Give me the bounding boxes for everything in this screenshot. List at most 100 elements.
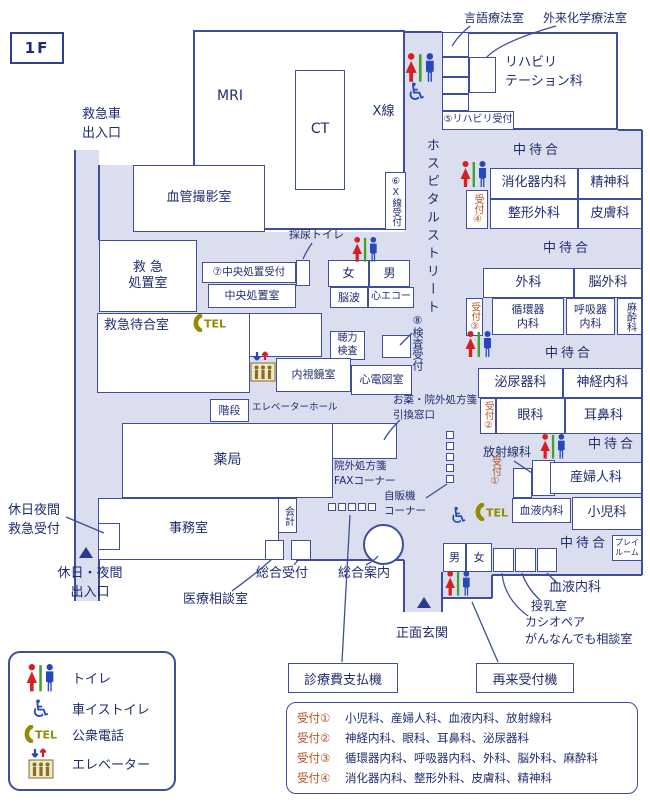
room-er-waiting-lower [97, 313, 250, 393]
label-hematology-south-label: 血液内科 [549, 580, 602, 595]
legend-item-label: 公衆電話 [72, 728, 125, 744]
room-radiology-window-1 [513, 468, 532, 498]
legend-item-label: 車イストイレ [72, 703, 150, 719]
room-chemotherapy-room [469, 57, 496, 93]
reception-info-row: 受付③ 循環器内科、呼吸器内科、外科、脳外科、麻酔科 [297, 751, 627, 765]
label-ambulance-entrance: 救急車 出入口 [82, 107, 122, 141]
room-urology: 泌尿器科 [478, 368, 563, 398]
reception-number: 受付② [297, 730, 331, 745]
label-rehabilitation-dept: リハビリ テーション科 [505, 55, 583, 89]
svg-text:TEL: TEL [204, 318, 226, 331]
reception-departments: 循環器内科、呼吸器内科、外科、脳外科、麻酔科 [345, 750, 598, 765]
label-nursing-room-label: 授乳室 [531, 599, 568, 613]
reception-number: 受付③ [297, 750, 331, 765]
legend-item-public-phone: TEL 公衆電話 [20, 725, 164, 744]
room-psychiatry: 精神科 [578, 168, 642, 199]
room-ophthalmology: 眼科 [496, 398, 565, 434]
label-outpatient-chemotherapy: 外来化学療法室 [543, 11, 628, 25]
room-hearing-test: 聴力 検査 [330, 331, 365, 360]
machine-square [446, 442, 454, 450]
room-respiratory: 呼吸器 内科 [566, 298, 615, 335]
toilet-pair-icon [20, 663, 62, 692]
reception-departments: 消化器内科、整形外科、皮膚科、精神科 [345, 770, 552, 785]
wheelchair-icon-central: ♿ [449, 504, 469, 529]
legend-item-toilet-pair: トイレ [20, 663, 164, 692]
room-urine-collection-toilet [296, 260, 310, 286]
room-angiography: 血管撮影室 [133, 165, 265, 232]
room-hematology: 血液内科 [512, 498, 571, 523]
label-general-info-label: 総合案内 [338, 566, 391, 581]
map-legend: トイレ♿車イストイレ TEL 公衆電話 エレベーター [8, 651, 176, 791]
label-fax-corner-label: 院外処方箋 FAXコーナー [334, 460, 396, 488]
room-orthopedics: 整形外科 [490, 199, 578, 229]
label-holiday-er-label: 休日夜間 救急受付 [8, 503, 61, 537]
machine-square [368, 503, 376, 511]
west-entrance-marker [79, 547, 93, 558]
room-echo: 心エコー [368, 287, 414, 308]
room-medical-consult-window [265, 540, 284, 560]
label-general-reception-label: 総合受付 [256, 566, 309, 581]
vending-machines [446, 431, 454, 483]
room-exam-reception-window [382, 335, 411, 358]
room-central-treatment: 中央処置室 [208, 284, 296, 308]
room-eeg: 脳波 [330, 287, 368, 308]
room-ecg: 心電図室 [351, 365, 412, 395]
reception-info-row: 受付② 神経内科、眼科、耳鼻科、泌尿器科 [297, 731, 627, 745]
room-general-reception-window [291, 540, 311, 560]
payment-machines [328, 503, 376, 511]
nursing-room-pointer [521, 572, 541, 601]
cassiopeia-pointer [501, 572, 529, 617]
machine-square [358, 503, 366, 511]
room-anesthesiology: 麻酔科 [617, 298, 642, 335]
wheelchair-icon-rehab: ♿ [406, 78, 428, 106]
toilet-icon-row-d [539, 433, 568, 460]
legend-item-label: トイレ [72, 672, 112, 688]
label-vending-label: 自販機 コーナー [384, 490, 426, 518]
reception-departments: 神経内科、眼科、耳鼻科、泌尿器科 [345, 730, 529, 745]
label-reception-1: 受付① [489, 456, 501, 487]
room-playroom: プレイ ルーム [612, 535, 642, 561]
toilet-icon-row-bc [464, 330, 494, 358]
room-reception-2: 受付② [480, 398, 496, 434]
toilet-icon-central [351, 236, 380, 263]
machine-square [338, 503, 346, 511]
information-desk [363, 524, 404, 565]
label-main-entrance-label: 正面玄関 [396, 626, 449, 641]
room-pharmacy: 薬局 [122, 423, 333, 498]
room-rehab-reception: ⑤リハビリ受付 [442, 111, 514, 130]
label-medical-consult-label: 医療相談室 [183, 592, 249, 607]
room-cashier: 会計 [278, 498, 297, 533]
room-south-room-1 [493, 548, 514, 572]
room-toilet-men-south: 男 [443, 543, 466, 572]
room-reception-4: 受付④ [466, 190, 488, 229]
room-endoscopy: 内視鏡室 [276, 358, 351, 392]
room-rehab-room-3 [442, 77, 469, 94]
label-waiting-2: 中待合 [543, 241, 592, 256]
room-stairs: 階段 [210, 399, 249, 422]
label-speech-therapy: 言語療法室 [464, 11, 525, 25]
toilet-icon-row-e [444, 570, 473, 597]
corridor-left-corridor [75, 150, 99, 601]
legend-item-wheelchair: ♿ 車イストイレ [20, 697, 164, 721]
room-toilet-men-central: 男 [369, 260, 410, 287]
wheelchair-icon: ♿ [30, 694, 52, 723]
label-elevator-hall-label: エレベーターホール [252, 402, 338, 413]
phone-icon-er: TEL [191, 314, 229, 332]
label-holiday-exit-label: 休日・夜間 出入口 [57, 566, 123, 600]
room-ent: 耳鼻科 [565, 398, 642, 434]
machine-square [328, 503, 336, 511]
toilet-icon-row-a [459, 160, 489, 188]
room-toilet-women-south: 女 [466, 543, 492, 572]
label-urine-toilet-label: 採尿トイレ [289, 228, 344, 241]
room-dermatology: 皮膚科 [578, 199, 642, 229]
label-hospital-street-label: ホスピタルストリート [423, 138, 439, 318]
label-exam-reception-label: ⑧検査受付 [410, 314, 424, 371]
room-office: 事務室 [98, 498, 279, 560]
room-xray-reception: ⑥X線受付 [385, 172, 406, 230]
room-rehab-room-4 [442, 94, 469, 111]
label-prescription-exchange-label: お薬・院外処方箋 引換窓口 [393, 394, 477, 422]
reception-departments: 小児科、産婦人科、血液内科、放射線科 [345, 711, 552, 725]
machine-square [348, 503, 356, 511]
return-machine-pointer [471, 601, 499, 663]
